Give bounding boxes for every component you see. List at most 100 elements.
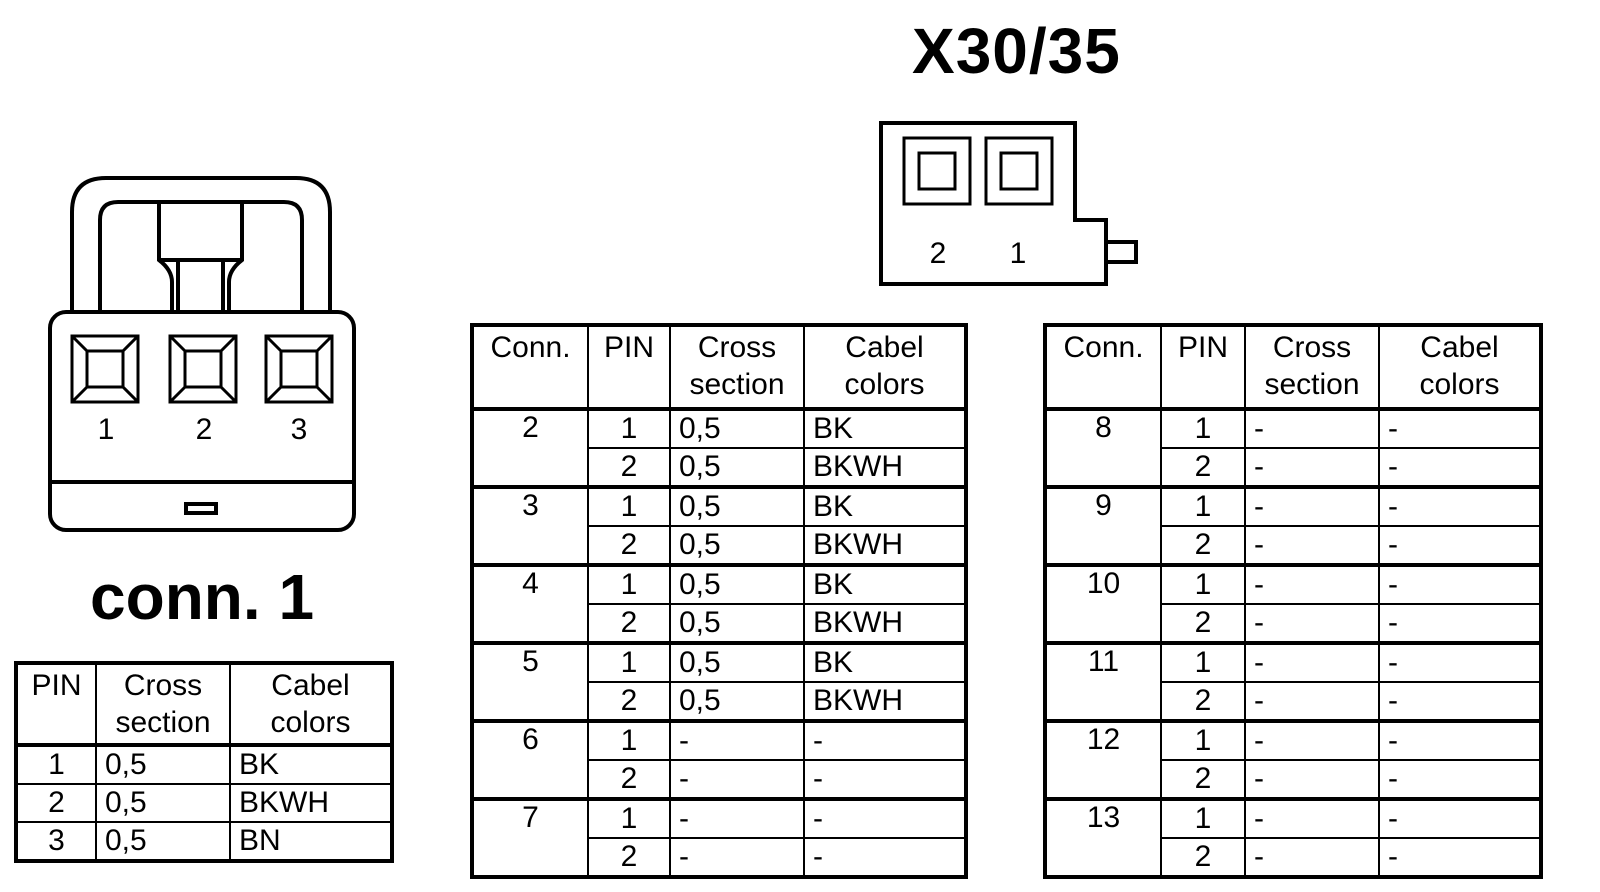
pin-cell: 1 <box>15 744 97 785</box>
cable-color-cell: - <box>1378 759 1542 800</box>
cable-color-cell: BKWH <box>803 525 967 566</box>
cross-section-cell: 0,5 <box>669 485 805 527</box>
header-pin: PIN <box>1160 324 1246 410</box>
cross-section-cell: 0,5 <box>669 525 805 566</box>
conn1-connector-diagram: 1 2 3 <box>48 176 356 532</box>
pin-cell: 1 <box>587 719 671 761</box>
pin-cell: 2 <box>1160 447 1246 488</box>
header-pin: PIN <box>587 324 671 410</box>
conn-number-cell: 5 <box>471 641 589 722</box>
cable-color-cell: - <box>803 759 967 800</box>
pin-cell: 1 <box>1160 563 1246 605</box>
cross-section-cell: - <box>669 719 805 761</box>
cable-color-cell: BKWH <box>803 603 967 644</box>
cross-section-cell: - <box>669 797 805 839</box>
pin-cell: 1 <box>587 563 671 605</box>
pin-cell: 2 <box>1160 759 1246 800</box>
cross-section-cell: 0,5 <box>95 821 231 862</box>
pin-cell: 2 <box>1160 681 1246 722</box>
header-cable-colors: Cabel colors <box>1378 324 1542 410</box>
cross-section-cell: - <box>1244 797 1380 839</box>
pin-cell: 1 <box>1160 641 1246 683</box>
header-cross-section: Cross section <box>1244 324 1380 410</box>
pin-cell: 1 <box>1160 719 1246 761</box>
x3035-pin-label: 2 <box>930 237 947 270</box>
cable-color-cell: - <box>803 797 967 839</box>
cable-color-cell: BKWH <box>229 783 393 823</box>
conn-number-cell: 9 <box>1044 485 1162 566</box>
x3035-title: X30/35 <box>912 15 1121 87</box>
header-cable-colors: Cabel colors <box>803 324 967 410</box>
pin-cell: 2 <box>15 783 97 823</box>
conn-number-cell: 8 <box>1044 408 1162 488</box>
cable-color-cell: - <box>1378 719 1542 761</box>
cable-color-cell: - <box>1378 525 1542 566</box>
conn-number-cell: 3 <box>471 485 589 566</box>
conn-number-cell: 12 <box>1044 719 1162 800</box>
table-row: 1 0,5 BK <box>15 744 393 785</box>
header-cross-section: Cross section <box>95 662 231 746</box>
header-cable-colors: Cabel colors <box>229 662 393 746</box>
x3035-connector-diagram: 2 1 <box>879 121 1138 286</box>
cross-section-cell: 0,5 <box>669 641 805 683</box>
cable-color-cell: - <box>1378 681 1542 722</box>
cable-color-cell: - <box>1378 447 1542 488</box>
table-row: 3 0,5 BN <box>15 821 393 862</box>
cable-color-cell: - <box>1378 408 1542 449</box>
pin-cell: 3 <box>15 821 97 862</box>
cross-section-cell: - <box>669 837 805 878</box>
cross-section-cell: 0,5 <box>669 408 805 449</box>
cross-section-cell: 0,5 <box>95 783 231 823</box>
cross-section-cell: 0,5 <box>669 447 805 488</box>
cable-color-cell: - <box>1378 641 1542 683</box>
x3035-pin-label: 1 <box>1010 237 1027 270</box>
conn1-pin-label: 1 <box>98 413 115 446</box>
conn-number-cell: 6 <box>471 719 589 800</box>
cable-color-cell: - <box>1378 837 1542 878</box>
header-cross-section: Cross section <box>669 324 805 410</box>
cross-section-cell: - <box>1244 719 1380 761</box>
cross-section-cell: - <box>1244 681 1380 722</box>
conn-number-cell: 7 <box>471 797 589 878</box>
cable-color-cell: - <box>1378 603 1542 644</box>
pin-cell: 2 <box>587 525 671 566</box>
table-row: 2 0,5 BKWH <box>15 783 393 823</box>
cable-color-cell: BK <box>229 744 393 785</box>
pin-cell: 1 <box>587 485 671 527</box>
pin-cell: 2 <box>587 447 671 488</box>
cable-color-cell: - <box>1378 485 1542 527</box>
header-pin: PIN <box>15 662 97 746</box>
cross-section-cell: - <box>1244 525 1380 566</box>
table-row: 2-- <box>1045 681 1542 722</box>
table-row: 2-- <box>1045 837 1542 878</box>
conn1-pin-label: 3 <box>291 413 308 446</box>
cable-color-cell: BKWH <box>803 681 967 722</box>
cross-section-cell: - <box>1244 837 1380 878</box>
cross-section-cell: - <box>669 759 805 800</box>
table-row: 2-- <box>1045 603 1542 644</box>
pin-cell: 2 <box>587 603 671 644</box>
pin-cell: 2 <box>1160 603 1246 644</box>
cross-section-cell: 0,5 <box>669 563 805 605</box>
conn1-wiring-table: PIN Cross section Cabel colors 1 0,5 BK … <box>14 661 394 863</box>
cross-section-cell: 0,5 <box>95 744 231 785</box>
cross-section-cell: - <box>1244 563 1380 605</box>
pin-cell: 1 <box>587 797 671 839</box>
pin-cell: 1 <box>1160 485 1246 527</box>
pin-cell: 1 <box>1160 797 1246 839</box>
conn1-title: conn. 1 <box>90 561 315 633</box>
conn-number-cell: 11 <box>1044 641 1162 722</box>
table-row: 2-- <box>472 759 967 800</box>
pin-cell: 2 <box>587 837 671 878</box>
